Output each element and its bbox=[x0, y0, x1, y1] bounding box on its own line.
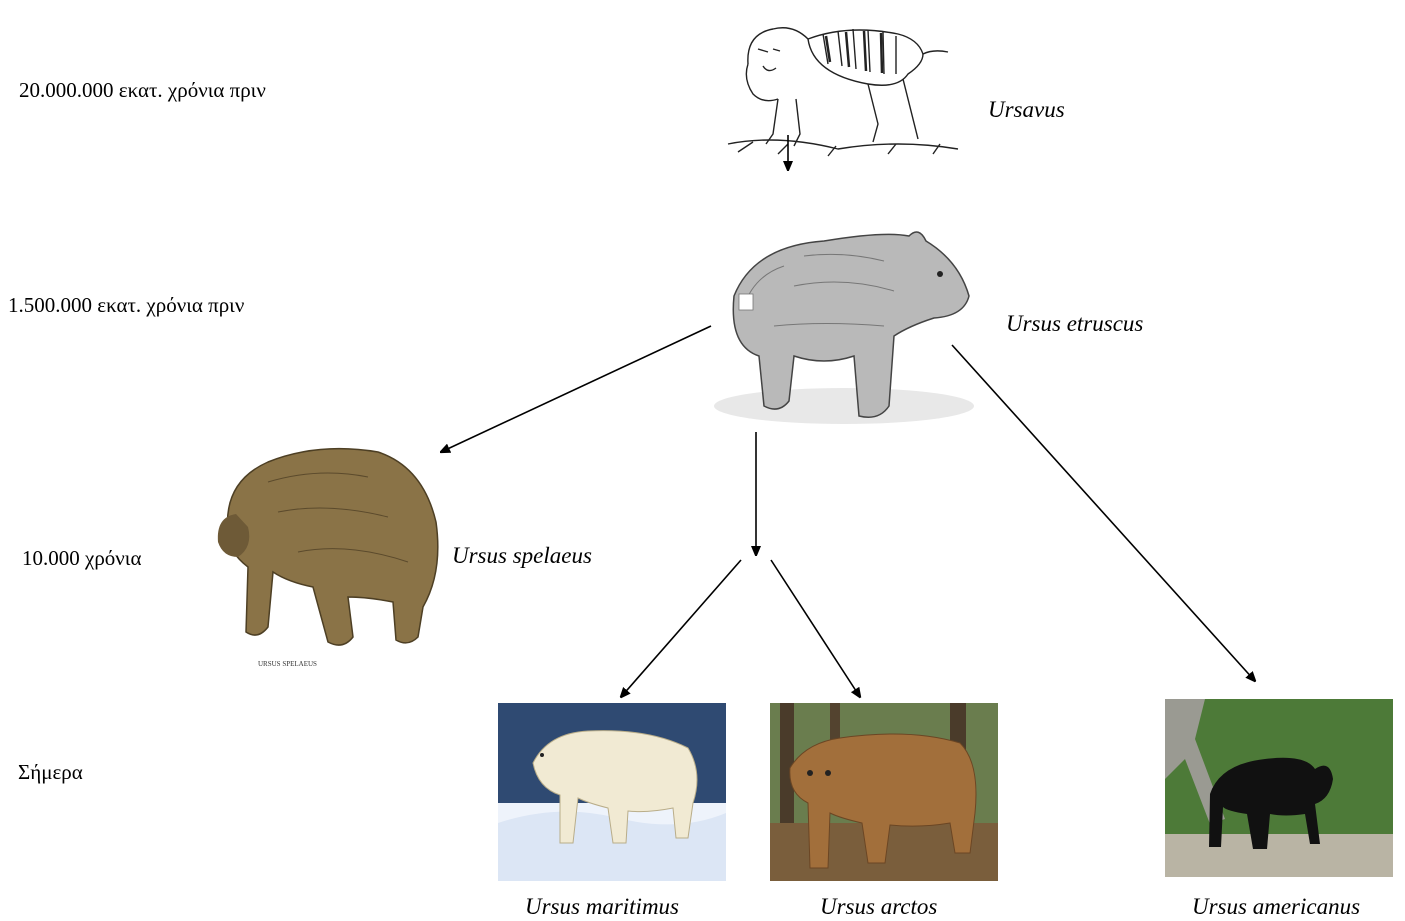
ursus-spelaeus-illustration: URSUS SPELAEUS bbox=[208, 422, 452, 680]
species-label-ursus-arctos: Ursus arctos bbox=[820, 894, 938, 919]
era-label-1-5m: 1.500.000 εκατ. χρόνια πριν bbox=[8, 293, 245, 317]
ursus-spelaeus-caption: URSUS SPELAEUS bbox=[258, 660, 317, 668]
species-label-ursus-maritimus: Ursus maritimus bbox=[525, 894, 680, 919]
species-label-ursavus: Ursavus bbox=[988, 97, 1065, 122]
ursavus-illustration bbox=[718, 4, 968, 164]
era-label-10k: 10.000 χρόνια bbox=[22, 546, 142, 570]
era-label-20m: 20.000.000 εκατ. χρόνια πριν bbox=[19, 78, 266, 102]
arrow-etruscus-to-spelaeus bbox=[441, 325, 712, 452]
species-label-ursus-etruscus: Ursus etruscus bbox=[1006, 311, 1144, 336]
era-label-today: Σήμερα bbox=[18, 760, 83, 784]
ursus-etruscus-illustration bbox=[694, 206, 1006, 444]
ursus-maritimus-photo bbox=[498, 703, 726, 881]
ursus-americanus-photo bbox=[1165, 699, 1393, 877]
arrow-to-arctos bbox=[770, 559, 860, 697]
ursus-arctos-photo bbox=[770, 703, 998, 881]
arrow-to-maritimus bbox=[621, 559, 742, 697]
species-label-ursus-spelaeus: Ursus spelaeus bbox=[452, 543, 592, 568]
species-label-ursus-americanus: Ursus americanus bbox=[1192, 894, 1361, 919]
